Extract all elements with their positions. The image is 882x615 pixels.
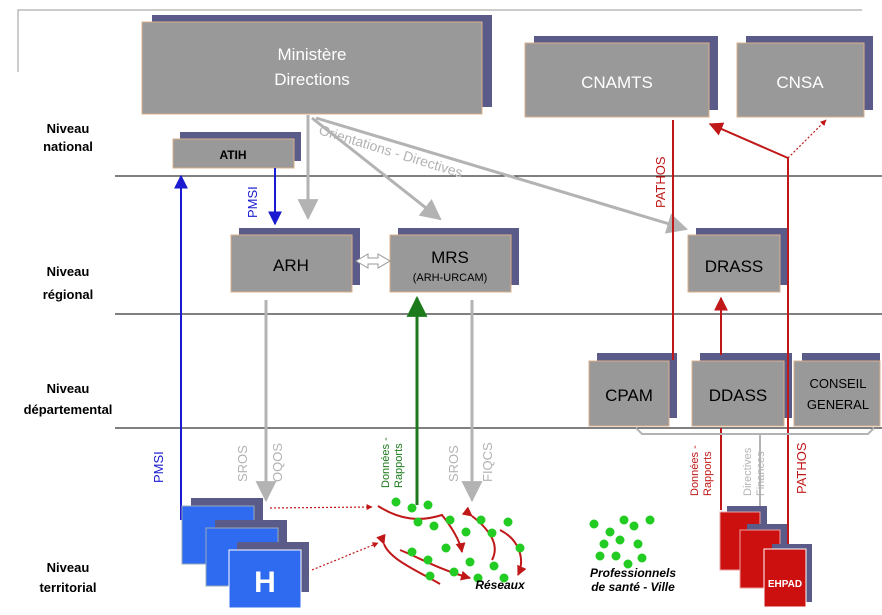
professionnels-label-line1: Professionnels <box>590 566 676 580</box>
directives-finances-line2: Finances <box>755 451 767 496</box>
frame-line <box>17 9 862 72</box>
box-ministere: Ministère Directions <box>141 15 492 115</box>
hospital-stack: H <box>181 498 309 609</box>
link-hospital-reseaux-bottom <box>311 542 379 571</box>
box-arh: ARH <box>230 228 360 293</box>
sros-left-label: SROS <box>235 445 250 482</box>
pathos-bottom-label: PATHOS <box>794 442 809 494</box>
box-cpam: CPAM <box>588 353 677 427</box>
oqos-label: OQOS <box>270 443 285 482</box>
donnees-rapports-green-line1: Données - <box>380 437 392 488</box>
arh-label: ARH <box>273 256 309 275</box>
conseil-label-line1: CONSEIL <box>809 376 866 391</box>
arrow-ministere-mrs <box>311 116 442 221</box>
fiqcs-label: FIQCS <box>480 442 495 482</box>
ehpad-label: EHPAD <box>768 579 802 590</box>
conseil-label-line2: GENERAL <box>807 397 869 412</box>
pmsi-top-label: PMSI <box>245 186 260 218</box>
cnamts-label: CNAMTS <box>581 73 653 92</box>
link-hospital-reseaux-top <box>269 504 373 511</box>
arrow-ministere-drass <box>315 116 689 234</box>
ddass-label: DDASS <box>709 386 768 405</box>
donnees-rapports-red-line2: Rapports <box>702 451 714 496</box>
donnees-rapports-red-line1: Données - <box>689 445 701 496</box>
level-national-line1: Niveau <box>47 121 90 136</box>
bracket-departemental <box>635 427 875 435</box>
level-departemental-line1: Niveau <box>47 381 90 396</box>
arrow-pathos-cnsa <box>787 119 827 159</box>
level-territorial-line1: Niveau <box>47 560 90 575</box>
box-drass: DRASS <box>687 228 788 293</box>
box-mrs: MRS (ARH-URCAM) <box>389 228 519 293</box>
reseaux-network: Réseaux <box>376 497 527 592</box>
pathos-top-label: PATHOS <box>653 156 668 208</box>
box-ddass: DDASS <box>691 353 792 427</box>
professionnels-cluster: Professionnels de santé - Ville <box>589 515 676 594</box>
arrow-arh-mrs <box>355 253 391 269</box>
box-conseil-general: CONSEIL GENERAL <box>793 353 881 427</box>
level-departemental-line2: départemental <box>24 402 113 417</box>
donnees-rapports-green-line2: Rapports <box>393 443 405 488</box>
cnsa-label: CNSA <box>776 73 824 92</box>
mrs-label-line1: MRS <box>431 248 469 267</box>
arrow-pathos-cnamts <box>708 122 789 159</box>
level-regional-line1: Niveau <box>47 264 90 279</box>
box-atih: ATIH <box>172 132 301 169</box>
level-regional-line2: régional <box>43 287 94 302</box>
directives-finances-line1: Directives <box>742 447 754 496</box>
drass-label: DRASS <box>705 257 764 276</box>
reseaux-label: Réseaux <box>475 578 526 592</box>
pmsi-left-label: PMSI <box>151 451 166 483</box>
ministere-label-line1: Ministère <box>278 45 347 64</box>
sros-right-label: SROS <box>446 445 461 482</box>
orientations-directives-label: Orientations - Directives <box>317 122 465 181</box>
level-territorial-line2: territorial <box>39 580 96 595</box>
box-cnsa: CNSA <box>736 36 873 118</box>
ministere-label-line2: Directions <box>274 70 350 89</box>
cpam-label: CPAM <box>605 386 653 405</box>
ehpad-stack: EHPAD <box>719 506 812 608</box>
professionnels-label-line2: de santé - Ville <box>591 580 675 594</box>
mrs-label-line2: (ARH-URCAM) <box>413 272 488 284</box>
hospital-label: H <box>254 566 276 599</box>
level-national-line2: national <box>43 139 93 154</box>
box-cnamts: CNAMTS <box>524 36 718 118</box>
atih-label: ATIH <box>219 148 246 162</box>
